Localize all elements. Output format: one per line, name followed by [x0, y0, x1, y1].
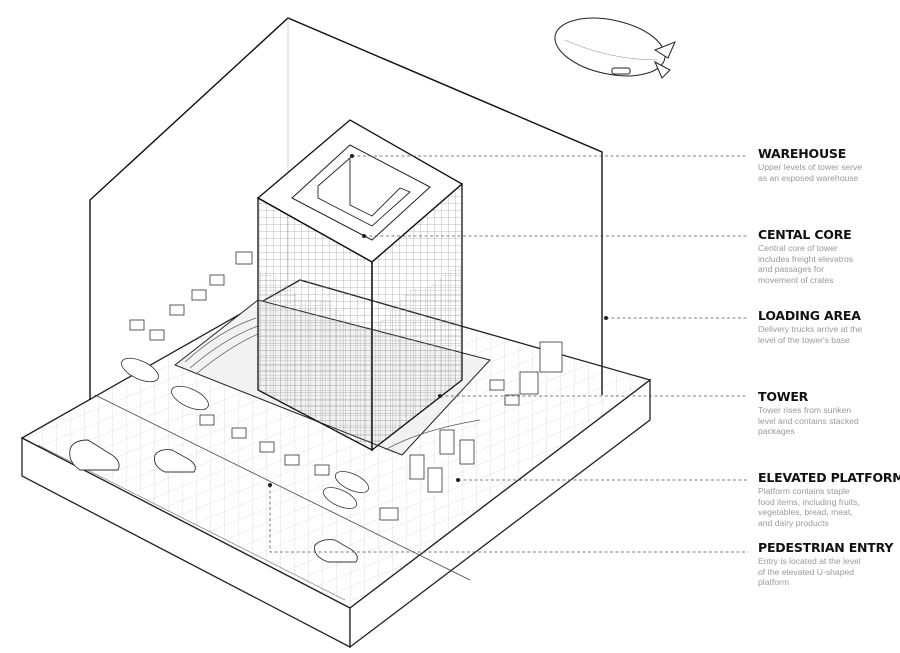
- annotation-loading-area: LOADING AREA Delivery trucks arrive at t…: [758, 308, 898, 345]
- annotation-description: Central core of tower includes freight e…: [758, 243, 854, 285]
- annotation-title: TOWER: [758, 389, 809, 404]
- annotation-title: PEDESTRIAN ENTRY: [758, 540, 894, 555]
- leader-lines: [269, 155, 748, 553]
- annotation-warehouse: WAREHOUSE Upper levels of tower serve as…: [758, 146, 898, 183]
- annotation-title: ELEVATED PLATFORM: [758, 470, 900, 485]
- annotation-description: Entry is located at the level of the ele…: [758, 556, 861, 588]
- annotation-title: LOADING AREA: [758, 308, 861, 323]
- elevated-platform: [121, 251, 563, 521]
- annotation-tower: TOWER Tower rises from sunken level and …: [758, 389, 898, 437]
- annotation-central-core: CENTAL CORE Central core of tower includ…: [758, 227, 898, 285]
- annotation-title: CENTAL CORE: [758, 227, 852, 242]
- annotation-description: Upper levels of tower serve as an expose…: [758, 162, 863, 183]
- annotation-elevated-platform: ELEVATED PLATFORM Platform contains stap…: [758, 470, 900, 528]
- annotation-pedestrian-entry: PEDESTRIAN ENTRY Entry is located at the…: [758, 540, 898, 588]
- annotation-description: Delivery trucks arrive at the level of t…: [758, 324, 863, 345]
- blimp: [554, 17, 676, 79]
- tower: [256, 119, 464, 452]
- leader-dots: [268, 154, 608, 487]
- leader-pedestrian-entry: [269, 485, 748, 553]
- annotation-title: WAREHOUSE: [758, 146, 847, 161]
- cars: [69, 439, 358, 563]
- annotation-description: Platform contains staple food items, inc…: [758, 486, 860, 528]
- annotation-description: Tower rises from sunken level and contai…: [758, 405, 859, 437]
